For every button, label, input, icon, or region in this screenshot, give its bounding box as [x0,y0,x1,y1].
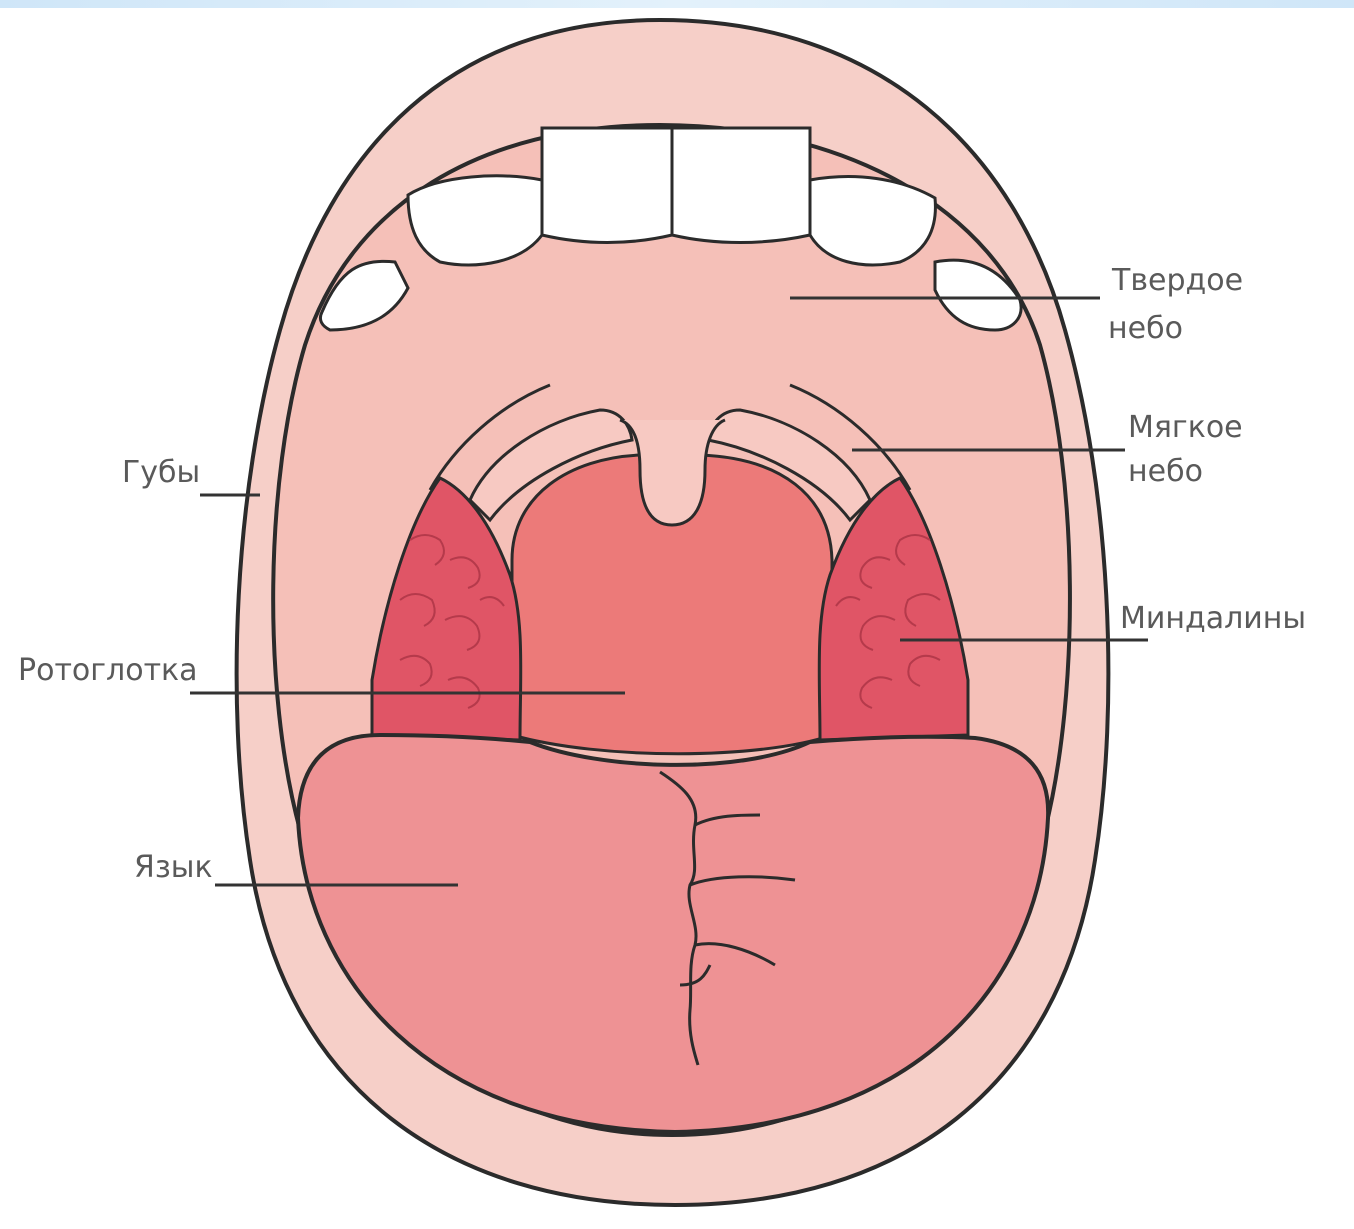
label-soft-palate-line1: Мягкое [1128,410,1243,445]
label-soft-palate-line2: небо [1128,454,1203,489]
label-hard-palate-line1: Твердое [1111,263,1243,298]
tooth [542,128,672,243]
label-lips: Губы [122,455,200,490]
label-tongue: Язык [134,850,213,885]
tooth [672,128,810,243]
label-hard-palate-line2: небо [1108,311,1183,346]
tooth [810,177,935,265]
tooth [408,176,542,265]
label-oropharynx: Ротоглотка [18,653,198,688]
label-tonsils: Миндалины [1120,601,1306,636]
